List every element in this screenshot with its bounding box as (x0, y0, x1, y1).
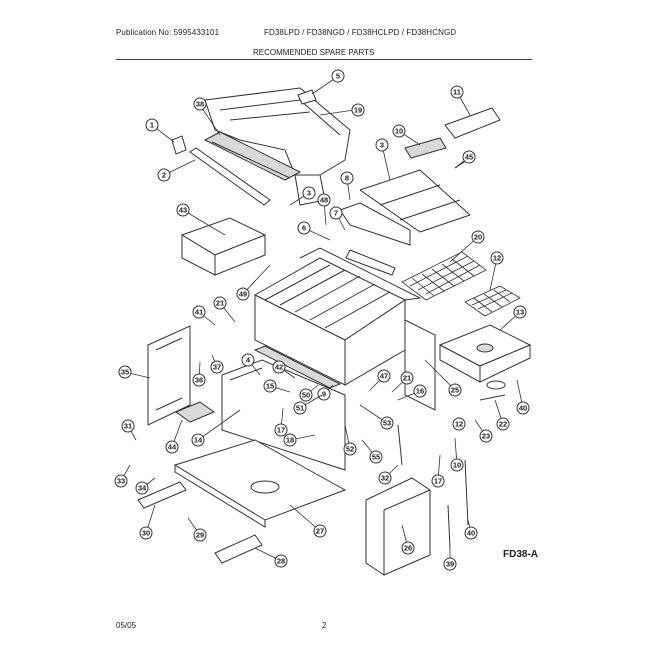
side-panel-left (147, 325, 191, 426)
callout-label: 51 (296, 404, 304, 413)
callout-label: 39 (446, 560, 454, 569)
callout-label: 7 (334, 209, 338, 218)
callout-label: 3 (307, 189, 311, 198)
callout-label: 44 (168, 443, 177, 452)
callout-label: 18 (286, 436, 294, 445)
callout-label: 40 (467, 529, 475, 538)
clip-part (297, 89, 317, 105)
callout-label: 45 (465, 153, 473, 162)
callout-label: 31 (124, 422, 132, 431)
publication-number: Publication No: 5995433101 (116, 28, 220, 37)
callout-label: 14 (194, 436, 203, 445)
callout-label: 48 (320, 196, 328, 205)
shelf-bracket-front (214, 534, 263, 564)
callout-label: 33 (117, 477, 125, 486)
igniter-rod (479, 394, 506, 401)
shelf-bracket-left (137, 481, 187, 509)
callout-label: 17 (277, 426, 285, 435)
callout-label: 40 (519, 404, 527, 413)
callout-label: 20 (474, 233, 482, 242)
callout-label: 27 (316, 527, 324, 536)
callout-label: 2 (162, 171, 166, 180)
figure-id: FD38-A (503, 549, 539, 560)
callout-label: 36 (195, 376, 203, 385)
callout-label: 22 (499, 420, 507, 429)
callout-label: 17 (434, 477, 442, 486)
callout-label: 29 (196, 531, 204, 540)
callout-label: 12 (455, 420, 463, 429)
callout-label: 47 (380, 372, 388, 381)
page-title: RECOMMENDED SPARE PARTS (253, 48, 375, 57)
control-panel-strip (339, 202, 411, 276)
callout-label: 41 (195, 308, 203, 317)
side-panel-right (404, 319, 436, 411)
cart-body (221, 359, 346, 471)
callout-label: 21 (403, 374, 411, 383)
crossbar-rod (189, 147, 271, 206)
callout-label: 26 (404, 544, 412, 553)
callout-label: 6 (302, 224, 306, 233)
cooking-grate-small (464, 285, 521, 317)
callout-label: 35 (121, 368, 129, 377)
callout-label: 30 (142, 529, 150, 538)
callout-label: 13 (516, 308, 524, 317)
page-number: 2 (322, 621, 327, 630)
callout-label: 50 (302, 391, 310, 400)
hinge-pin (397, 424, 403, 466)
callout-label: 25 (451, 386, 459, 395)
callout-label: 3 (380, 141, 384, 150)
callout-label: 11 (453, 88, 461, 97)
callout-label: 8 (345, 174, 349, 183)
callout-label: 16 (416, 387, 424, 396)
callout-label: 10 (395, 127, 403, 136)
cart-leg-post (464, 459, 469, 526)
callout-label: 19 (354, 106, 362, 115)
footer-date: 05/05 (116, 621, 137, 630)
header-rule (116, 59, 532, 60)
callout-label: 55 (372, 453, 380, 462)
callout-label: 34 (138, 484, 147, 493)
callout-label: 12 (493, 254, 501, 263)
callout-label: 49 (239, 290, 247, 299)
warming-tray-box (180, 217, 267, 276)
burner-rail (203, 131, 302, 181)
drip-tray (174, 401, 216, 423)
callout-label: 1 (150, 121, 154, 130)
callout-label: 28 (277, 557, 285, 566)
callout-label: 10 (453, 461, 461, 470)
callout-label: 21 (216, 299, 224, 308)
cabinet-door (365, 477, 431, 576)
callout-label: 42 (275, 363, 283, 372)
callout-label: 5 (336, 72, 340, 81)
bracket-part (171, 135, 187, 155)
callout-label: 53 (383, 419, 391, 428)
callout-label: 23 (482, 432, 490, 441)
gas-manifold (253, 345, 342, 389)
bottom-shelf (173, 439, 347, 528)
rotisserie-cover (404, 107, 501, 159)
callout-label: 43 (179, 206, 187, 215)
callout-label: 32 (381, 474, 389, 483)
side-burner-box (438, 324, 532, 383)
caster-post (447, 504, 451, 549)
callout-label: 9 (322, 390, 326, 399)
callout-label: 37 (213, 363, 221, 372)
control-knob (486, 380, 506, 390)
callout-label: 15 (266, 382, 274, 391)
model-numbers: FD38LPD / FD38NGD / FD38HCLPD / FD38HCNG… (264, 28, 457, 37)
firebox-body (253, 247, 422, 386)
callout-label: 52 (346, 445, 354, 454)
callout-label: 38 (196, 100, 204, 109)
cooking-grate-large (401, 251, 487, 301)
callout-label: 4 (246, 356, 251, 365)
